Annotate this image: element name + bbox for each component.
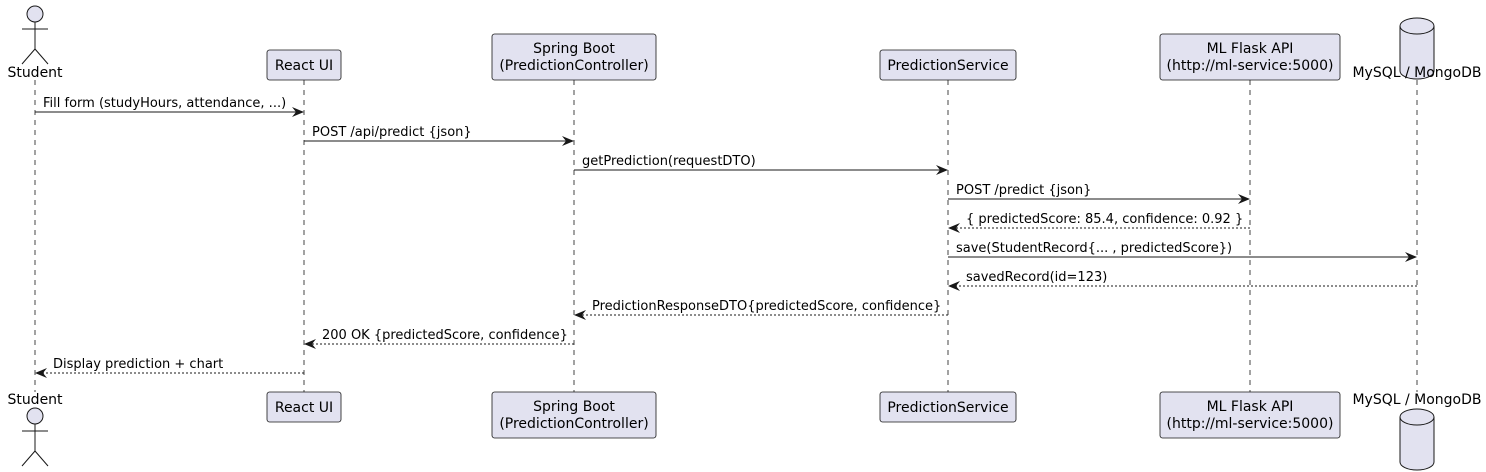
participant-label: Student [7,65,63,81]
message-label: Display prediction + chart [53,357,223,372]
participant-flask-bottom: ML Flask API(http://ml-service:5000) [1159,391,1341,439]
message-label: save(StudentRecord{... , predictedScore}… [956,241,1232,256]
participant-react-bottom: React UI [266,391,342,423]
participant-label: PredictionService [887,58,1008,74]
participant-db-top: MySQL / MongoDB [1352,17,1482,81]
participant-label: Spring Boot [533,399,615,415]
participant-label: MySQL / MongoDB [1352,392,1481,408]
participant-box [879,391,1017,423]
message-label: POST /api/predict {json} [312,125,472,140]
message-9: Display prediction + chart [35,357,304,378]
actor-icon [26,5,44,23]
participant-label: (PredictionController) [499,416,648,432]
message-label: { predictedScore: 85.4, confidence: 0.92… [966,212,1243,227]
message-6: savedRecord(id=123) [948,270,1417,291]
participant-react-top: React UI [266,49,342,81]
participant-label: Student [7,392,63,408]
participant-label: PredictionService [887,400,1008,416]
participant-label: (http://ml-service:5000) [1167,416,1334,432]
participant-label: ML Flask API [1207,399,1294,415]
message-label: 200 OK {predictedScore, confidence} [322,328,568,343]
participant-db-bottom: MySQL / MongoDB [1352,392,1482,471]
message-4: { predictedScore: 85.4, confidence: 0.92… [948,212,1250,233]
participant-box [1159,391,1341,439]
message-2: getPrediction(requestDTO) [574,154,948,175]
message-0: Fill form (studyHours, attendance, ...) [35,96,304,117]
participant-service-bottom: PredictionService [879,391,1017,423]
participant-service-top: PredictionService [879,49,1017,81]
message-8: 200 OK {predictedScore, confidence} [304,328,574,349]
participant-box [266,49,342,81]
participant-flask-top: ML Flask API(http://ml-service:5000) [1159,33,1341,81]
participant-label: (PredictionController) [499,58,648,74]
participant-label: Spring Boot [533,41,615,57]
message-label: PredictionResponseDTO{predictedScore, co… [592,299,941,314]
participant-label: MySQL / MongoDB [1352,65,1481,81]
message-1: POST /api/predict {json} [304,125,574,146]
message-3: POST /predict {json} [948,183,1250,204]
participant-box [879,49,1017,81]
message-label: POST /predict {json} [956,183,1091,198]
participant-label: (http://ml-service:5000) [1167,58,1334,74]
message-5: save(StudentRecord{... , predictedScore}… [948,241,1417,262]
message-label: savedRecord(id=123) [966,270,1107,285]
participant-spring-top: Spring Boot(PredictionController) [491,33,657,81]
participant-spring-bottom: Spring Boot(PredictionController) [491,391,657,439]
participant-label: React UI [275,58,333,74]
database-icon [1399,408,1435,471]
participant-student-top: Student [7,5,63,81]
participant-box [266,391,342,423]
message-label: getPrediction(requestDTO) [582,154,756,169]
actor-icon [26,407,44,425]
participant-label: ML Flask API [1207,41,1294,57]
message-label: Fill form (studyHours, attendance, ...) [43,96,286,111]
participant-box [491,33,657,81]
participant-box [491,391,657,439]
participant-student-bottom: Student [7,392,63,467]
participant-box [1159,33,1341,81]
participant-label: React UI [275,400,333,416]
message-7: PredictionResponseDTO{predictedScore, co… [574,299,948,320]
